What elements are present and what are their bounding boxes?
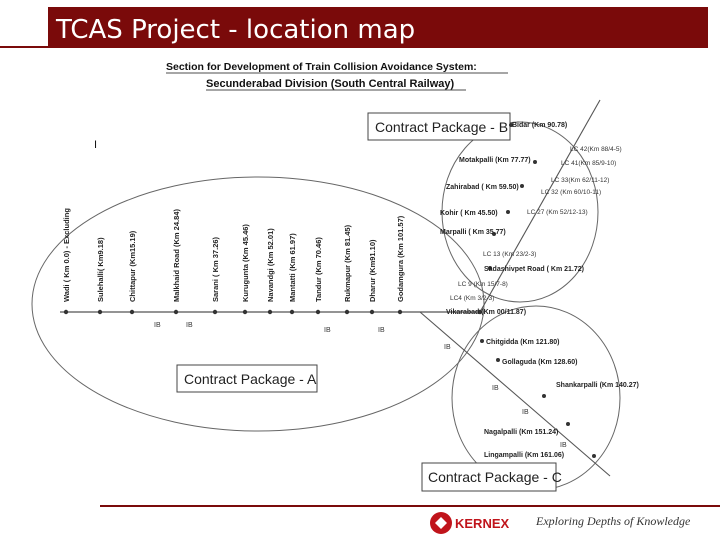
line-b-labels: Bidar (Km 90.78) LC 42(Km 88/4-5) Motakp… [440,122,622,316]
station-label: Dharur (Km91.10) [368,239,377,302]
lc-label: LC 27 (Km 52/12-13) [527,209,588,216]
lc-label: LC 41(Km 85/9-10) [561,160,616,167]
station-marker [520,184,524,188]
track-line-c [419,311,611,477]
lc-label: LC 9 (Km 15/7-8) [458,281,508,288]
package-c-box [421,462,557,492]
lc-label: LC 13 (Km 23/2-3) [483,251,536,258]
ib-label: IB [154,322,161,329]
station-label: Rukmapur (Km 81.45) [343,224,352,302]
station-label: Tandur (Km 70.46) [314,237,323,302]
station-marker: Mantatti (Km 61.97) [288,233,297,315]
ib-label: IB [324,327,331,334]
station-label: Vikarabad (Km 00/11.87) [446,309,526,316]
station-marker: Tandur (Km 70.46) [314,237,323,315]
station-label: Navandgi (Km 52.01) [266,228,275,302]
station-marker [566,422,570,426]
track-line-b [479,99,601,313]
package-a-boundary [31,176,485,432]
station-label: Lingampalli (Km 161.06) [484,452,564,459]
station-marker [542,394,546,398]
station-label: Gollaguda (Km 128.60) [502,359,577,366]
station-marker: Godamgura (Km 101.57) [396,215,405,315]
station-label: Sarani ( Km 37.26) [211,236,220,302]
station-label: Godamgura (Km 101.57) [396,215,405,302]
station-label: Sulehalli( Km9.18) [96,237,105,302]
station-marker [496,358,500,362]
kernex-logo: KERNEX [430,512,510,534]
package-a-box [176,364,318,393]
station-marker: Dharur (Km91.10) [368,239,377,315]
ib-label: IB [492,385,499,392]
package-b-boundary [441,121,599,303]
station-label: Motakpalli (Km 77.77) [459,157,531,164]
lc-label: LC 32 (Km 60/10-11) [541,189,601,196]
station-label: Bidar (Km 90.78) [512,122,567,129]
tcas-location-map: Section for Development of Train Collisi… [31,61,639,492]
station-marker: Rukmapur (Km 81.45) [343,224,352,315]
station-label: Kurugunta (Km 45.46) [241,224,250,302]
station-marker: Malkhaid Road (Km 24.84) [172,209,181,315]
marker-i: I [94,139,97,151]
station-marker: Sulehalli( Km9.18) [96,237,105,315]
ib-label: IB [378,327,385,334]
station-label: Sadashivpet Road ( Km 21.72) [484,266,584,273]
station-marker: Wadi ( Km 0.0) - Excluding [62,208,71,315]
station-label: Wadi ( Km 0.0) - Excluding [62,208,71,302]
slide-title: TCAS Project - location map [56,15,416,45]
ib-markers-line-a: IB IB IB IB IB [154,322,451,351]
station-label: Mantatti (Km 61.97) [288,233,297,302]
station-label: Chitgidda (Km 121.80) [486,339,560,346]
footer-tagline: Exploring Depths of Knowledge [536,514,691,528]
map-heading-line1: Section for Development of Train Collisi… [166,61,477,73]
station-marker: Kurugunta (Km 45.46) [241,224,250,315]
lc-label: LC4 (Km 3/2-3) [450,295,494,302]
ib-label: IB [186,322,193,329]
title-underline [0,46,708,48]
station-marker: Navandgi (Km 52.01) [266,228,275,315]
station-label: Nagalpalli (Km 151.24) [484,429,558,436]
lc-label: LC 33(Km 62/11-12) [551,177,609,184]
station-marker [477,309,483,315]
kernex-logo-text: KERNEX [455,516,510,531]
station-marker: Chittapur (Km15.19) [128,230,137,315]
lc-label: LC 42(Km 88/4-5) [570,146,622,153]
package-c-label: Contract Package - C [428,469,562,485]
ib-label: IB [522,409,529,416]
station-label: Chittapur (Km15.19) [128,230,137,302]
line-c-labels: Chitgidda (Km 121.80) Gollaguda (Km 128.… [480,339,639,459]
line-a-stations: Wadi ( Km 0.0) - Excluding Sulehalli( Km… [62,208,405,315]
station-marker [592,454,596,458]
map-heading-line2: Secunderabad Division (South Central Rai… [206,78,454,90]
station-marker [533,160,537,164]
station-label: Zahirabad ( Km 59.50) [446,184,519,191]
station-marker [492,232,496,236]
station-label: Malkhaid Road (Km 24.84) [172,209,181,302]
footer-rule [100,505,720,507]
station-label: Marpalli ( Km 35.77) [440,229,506,236]
station-marker [506,210,510,214]
ib-label: IB [444,344,451,351]
station-marker [488,266,492,270]
package-a-label: Contract Package - A [184,371,317,387]
station-label: Kohir ( Km 45.50) [440,210,498,217]
ib-label: IB [560,442,567,449]
station-marker: Sarani ( Km 37.26) [211,236,220,315]
title-bar [48,7,708,47]
station-label: Shankarpalli (Km 140.27) [556,382,639,389]
station-marker [509,123,513,127]
station-marker [480,339,484,343]
package-b-label: Contract Package - B [375,119,508,135]
